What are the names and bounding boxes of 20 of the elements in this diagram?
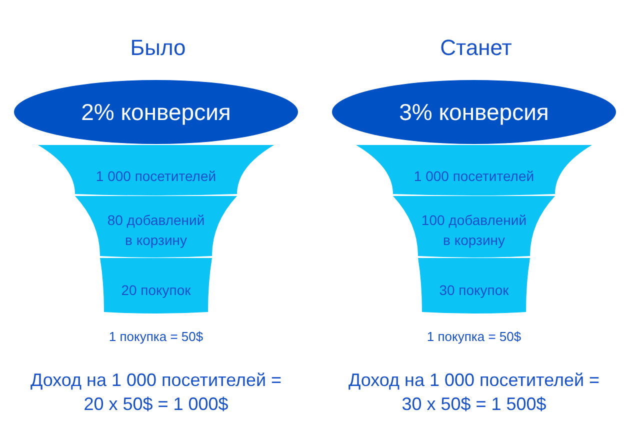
stage-label: 80 добавлений в корзину	[106, 211, 206, 250]
funnel-band	[356, 145, 592, 196]
conversion-label: 2% конверсия	[81, 98, 231, 127]
stage-label: 1 000 посетителей	[96, 167, 216, 186]
revenue-formula: Доход на 1 000 посетителей = 20 x 50$ = 1 000$	[29, 369, 283, 416]
conversion-label: 3% конверсия	[399, 98, 549, 127]
column-heading: Станет	[439, 34, 513, 62]
price-note: 1 покупка = 50$	[108, 328, 204, 346]
funnel-band	[38, 145, 274, 196]
price-note: 1 покупка = 50$	[426, 328, 522, 346]
funnel-band	[75, 196, 237, 258]
column-heading: Было	[129, 34, 187, 62]
stage-label: 30 покупок	[439, 281, 509, 300]
stage-label: 1 000 посетителей	[414, 167, 534, 186]
stage-label: 100 добавлений в корзину	[420, 211, 528, 250]
funnel-band	[100, 258, 212, 314]
stage-label: 20 покупок	[121, 281, 191, 300]
revenue-formula: Доход на 1 000 посетителей = 30 x 50$ = 1 500$	[347, 369, 601, 416]
funnel-band	[418, 258, 530, 314]
funnel-band	[393, 196, 555, 258]
